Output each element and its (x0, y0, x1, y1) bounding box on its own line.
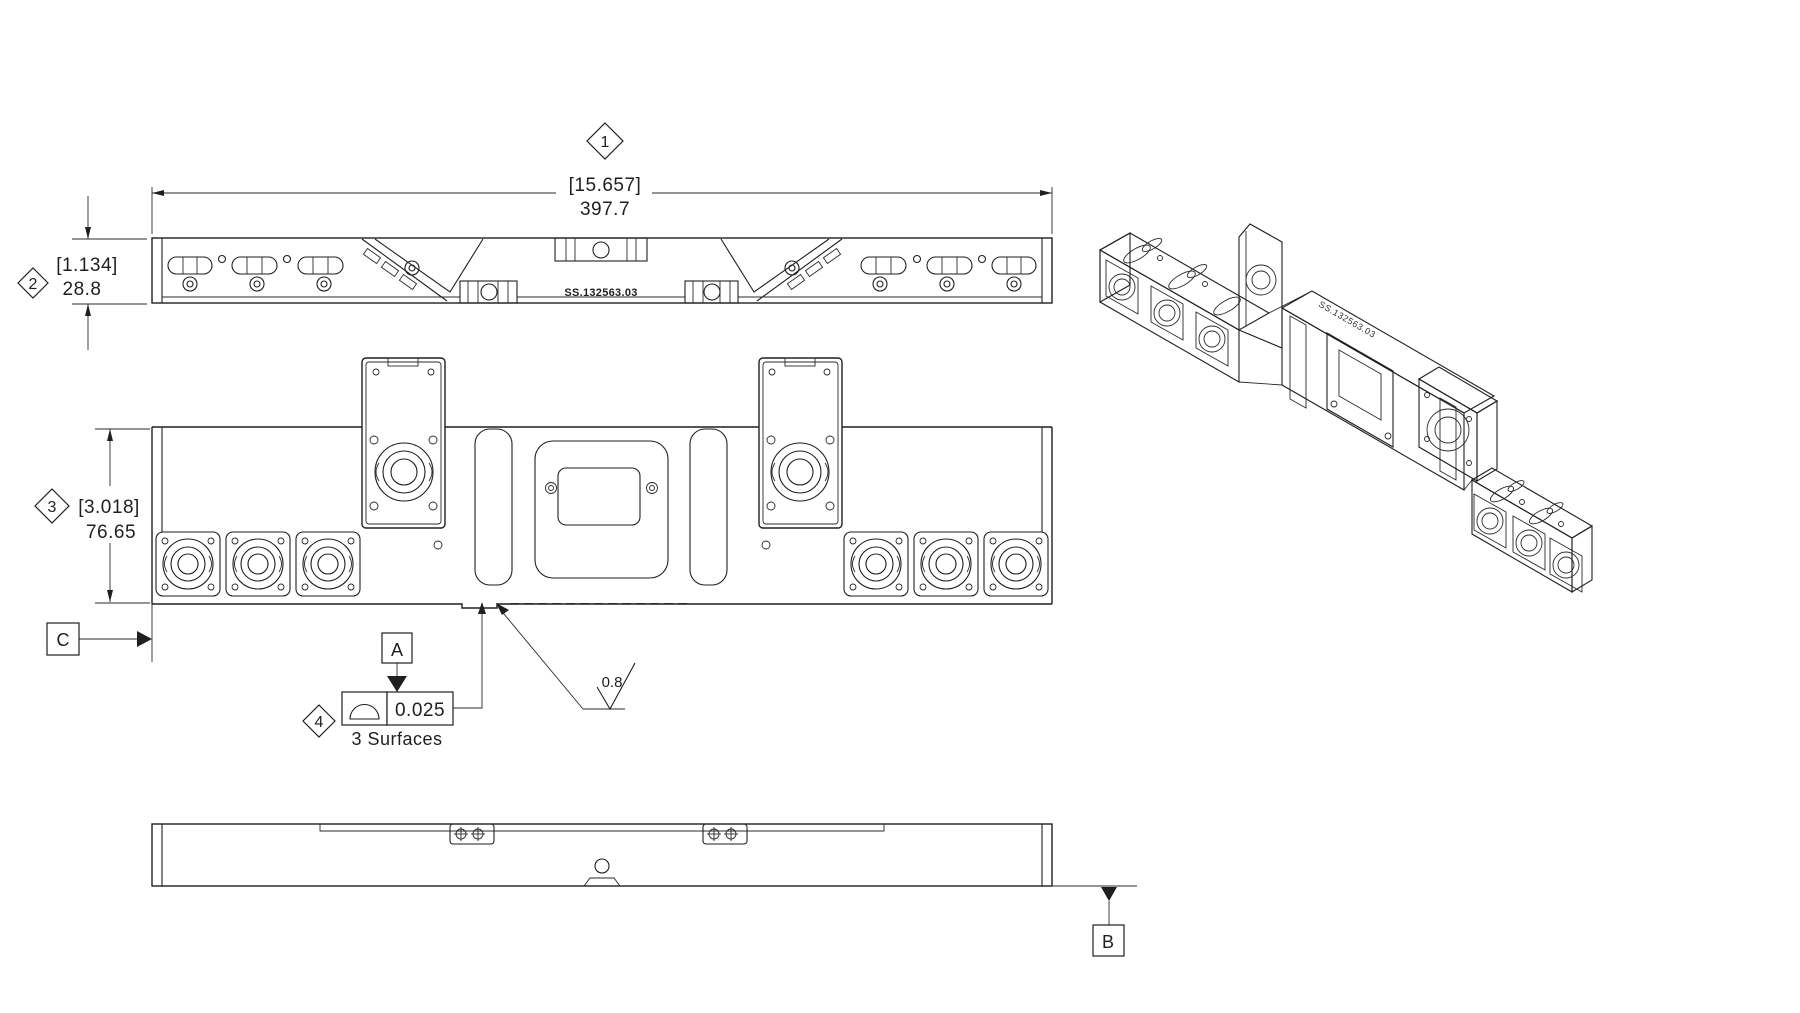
balloon-4: 4 (302, 704, 336, 738)
surface-finish-callout: 0.8 (496, 603, 636, 711)
balloon-2: 2 (17, 267, 49, 299)
fcf-leader (453, 602, 486, 709)
iso-fin (1238, 223, 1283, 349)
surface-finish-value: 0.8 (602, 674, 623, 691)
top-view-center-tab (554, 237, 648, 262)
balloon-3: 3 (34, 488, 70, 524)
top-view-slant-right (720, 238, 843, 302)
fan-flange (913, 531, 979, 597)
front-fan-flanges-left (155, 531, 361, 597)
bottom-view (151, 823, 1053, 887)
datum-a-and-fcf: A 0.025 3 Surfaces (341, 602, 486, 749)
datum-b-triangle (1101, 887, 1117, 901)
balloon-3-number: 3 (48, 499, 57, 516)
center-hole (594, 858, 610, 874)
bottom-view-tab-left (449, 823, 495, 845)
iso-bearing-block (1417, 366, 1499, 482)
top-view-slot-group-left (167, 254, 344, 292)
datum-a-box (381, 632, 413, 664)
top-view-slot-group-right (860, 254, 1037, 292)
datum-c-triangle (137, 631, 152, 647)
bearing-panel-right (758, 357, 843, 529)
profile-tolerance-value: 0.025 (395, 700, 445, 721)
datum-a-triangle (387, 676, 407, 692)
center-recess (534, 440, 669, 579)
top-view-slant-left (361, 238, 484, 302)
datum-b: B (1052, 885, 1137, 957)
datum-a-letter: A (391, 640, 403, 660)
iso-center-block: SS.132563.03 (1238, 290, 1496, 491)
fcf-note: 3 Surfaces (351, 729, 442, 749)
front-view (151, 357, 1053, 609)
front-fan-flanges-right (843, 531, 1049, 597)
feature-control-frame: 0.025 (341, 691, 454, 726)
top-view-lower-tab-left (459, 280, 518, 304)
balloon-1-number: 1 (601, 134, 610, 151)
dim-height-value: 76.65 (86, 522, 136, 543)
small-hole (761, 540, 771, 550)
fan-flange (843, 531, 909, 597)
datum-b-box (1092, 924, 1125, 957)
fan-flange (295, 531, 361, 597)
dim-height-reference: [3.018] (78, 497, 140, 518)
balloon-2-number: 2 (29, 276, 38, 293)
balloon-1: 1 (586, 122, 624, 160)
dim-thickness-value: 28.8 (63, 279, 102, 300)
part-number-label: SS.132563.03 (564, 287, 637, 299)
dim-thickness-reference: [1.134] (56, 255, 118, 276)
dim-thickness: [1.134] 28.8 (56, 196, 147, 350)
surface-finish-icon (596, 662, 636, 711)
u-channel-left (474, 428, 513, 586)
iso-view: SS.132563.03 (1098, 223, 1594, 593)
small-hole (433, 540, 443, 550)
iso-left-wing (1098, 232, 1271, 383)
dim-overall-length: [15.657] 397.7 (151, 175, 1053, 234)
iso-right-wing (1463, 467, 1594, 593)
datum-c-box (46, 622, 80, 656)
datum-b-letter: B (1102, 932, 1114, 952)
datum-c: C (46, 604, 153, 662)
top-view: SS.132563.03 (151, 237, 1053, 304)
center-tab (583, 877, 621, 887)
dim-length-reference: [15.657] (569, 175, 642, 196)
fan-flange (225, 531, 291, 597)
fan-flange (155, 531, 221, 597)
top-view-lower-tab-right (684, 280, 739, 304)
u-channel-right (689, 428, 728, 586)
dim-length-value: 397.7 (580, 199, 630, 220)
bottom-view-tab-right (702, 823, 748, 845)
balloon-4-number: 4 (315, 714, 324, 731)
bearing-panel-left (361, 357, 446, 529)
dim-height: [3.018] 76.65 (78, 428, 150, 604)
datum-c-letter: C (57, 630, 70, 650)
fan-flange (983, 531, 1049, 597)
profile-of-surface-icon (349, 704, 380, 720)
